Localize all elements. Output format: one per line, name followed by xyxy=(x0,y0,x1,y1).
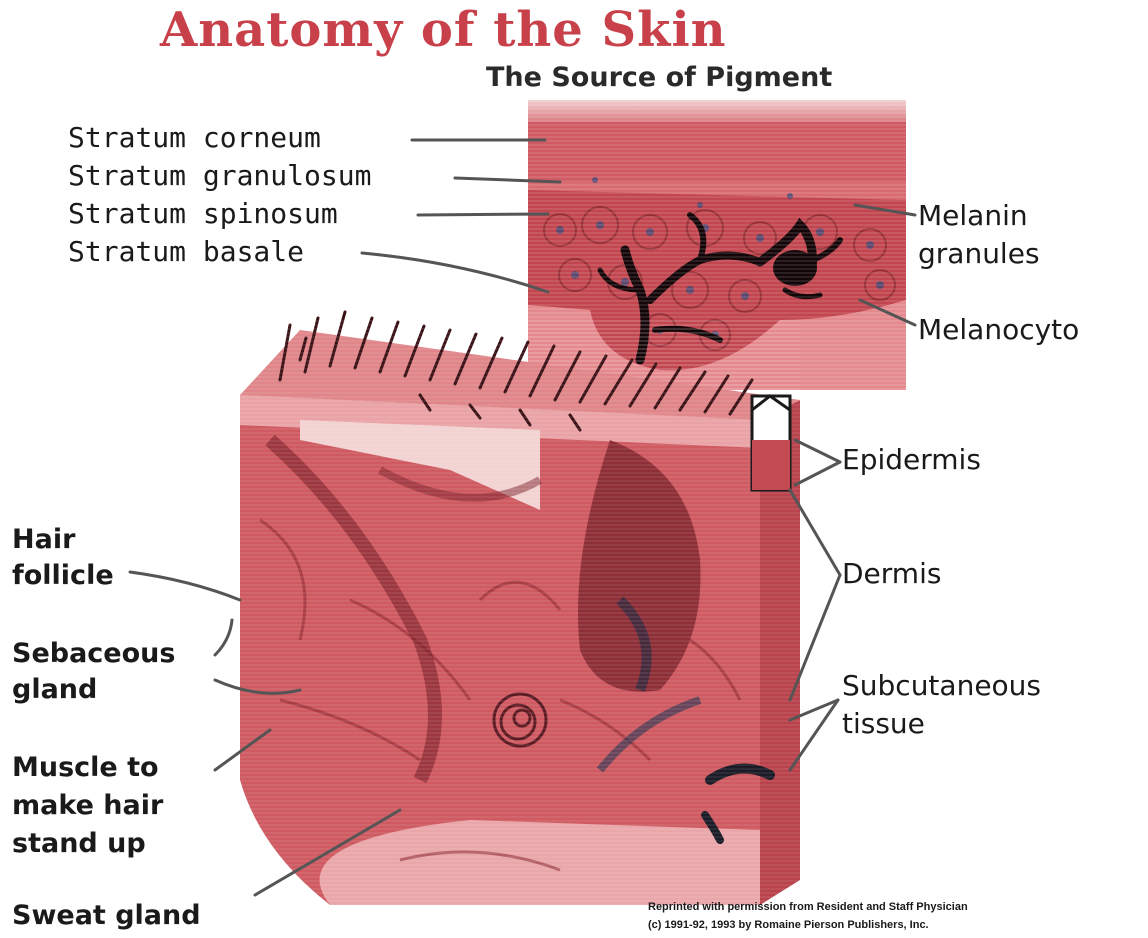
credit-line2: (c) 1991-92, 1993 by Romaine Pierson Pub… xyxy=(648,920,929,931)
diagram-subtitle: The Source of Pigment xyxy=(486,64,832,91)
label-hair-line2: follicle xyxy=(12,562,114,589)
label-sweat-gland: Sweat gland xyxy=(12,902,201,929)
label-hair-line1: Hair xyxy=(12,526,75,553)
label-muscle-line2: make hair xyxy=(12,792,163,819)
credit-line1: Reprinted with permission from Resident … xyxy=(648,902,968,913)
label-stratum-corneum: Stratum corneum xyxy=(68,124,321,152)
label-dermis: Dermis xyxy=(842,560,941,588)
label-stratum-basale: Stratum basale xyxy=(68,238,304,266)
label-sebaceous-line2: gland xyxy=(12,676,97,703)
label-melanin-line2: granules xyxy=(918,240,1040,268)
label-subcutaneous-line1: Subcutaneous xyxy=(842,672,1041,700)
label-stratum-spinosum: Stratum spinosum xyxy=(68,200,338,228)
layer-marker xyxy=(752,396,790,490)
label-sebaceous-line1: Sebaceous xyxy=(12,640,175,667)
skin-block xyxy=(240,312,800,905)
label-melanin-line1: Melanin xyxy=(918,202,1028,230)
label-muscle-line1: Muscle to xyxy=(12,754,159,781)
label-stratum-granulosum: Stratum granulosum xyxy=(68,162,371,190)
diagram-title: Anatomy of the Skin xyxy=(160,6,727,54)
label-muscle-line3: stand up xyxy=(12,830,146,857)
label-melanocyte: Melanocyto xyxy=(918,316,1079,344)
label-epidermis: Epidermis xyxy=(842,446,981,474)
label-subcutaneous-line2: tissue xyxy=(842,710,925,738)
